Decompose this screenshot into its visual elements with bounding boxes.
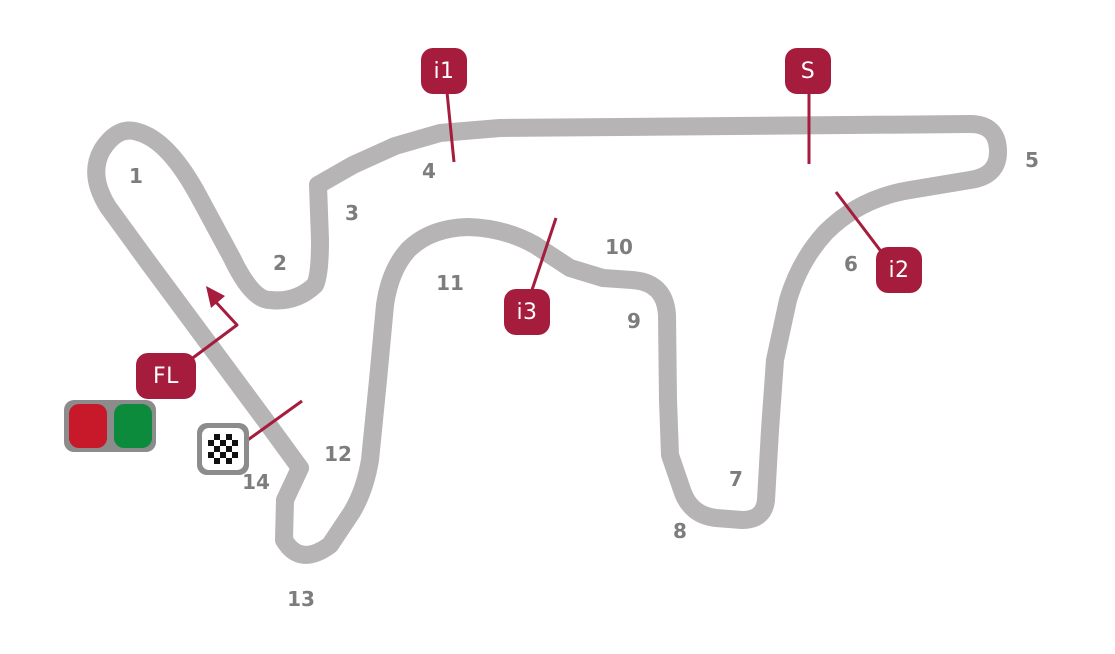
turn-1-label: 1 — [129, 164, 143, 188]
intermediate-2-marker: i2 — [876, 247, 922, 293]
finish-line-marker: FL — [136, 353, 196, 399]
i1-leader-line — [445, 91, 456, 163]
checkered-flag-face — [202, 428, 244, 470]
turn-10-label: 10 — [605, 235, 633, 259]
checkered-flag-icon — [197, 423, 249, 475]
checkered-pattern — [208, 434, 238, 464]
start-lights-icon — [64, 400, 156, 452]
intermediate-3-marker: i3 — [504, 289, 550, 335]
turn-3-label: 3 — [345, 201, 359, 225]
turn-4-label: 4 — [422, 159, 436, 183]
fl-leader-line — [189, 298, 239, 362]
turn-7-label: 7 — [729, 467, 743, 491]
i2-leader-line — [834, 191, 888, 259]
turn-8-label: 8 — [673, 519, 687, 543]
turn-5-label: 5 — [1025, 148, 1039, 172]
turn-6-label: 6 — [844, 252, 858, 276]
turn-2-label: 2 — [273, 251, 287, 275]
red-light-icon — [69, 404, 107, 448]
turn-14-label: 14 — [242, 470, 270, 494]
turn-9-label: 9 — [627, 309, 641, 333]
i3-leader-line — [530, 217, 558, 291]
speed-trap-marker: S — [785, 48, 831, 94]
turn-13-label: 13 — [287, 587, 315, 611]
direction-arrow-icon — [206, 286, 225, 308]
turn-11-label: 11 — [436, 271, 464, 295]
turn-12-label: 12 — [324, 442, 352, 466]
track-outline — [87, 115, 1007, 564]
intermediate-1-marker: i1 — [421, 48, 467, 94]
green-light-icon — [114, 404, 152, 448]
